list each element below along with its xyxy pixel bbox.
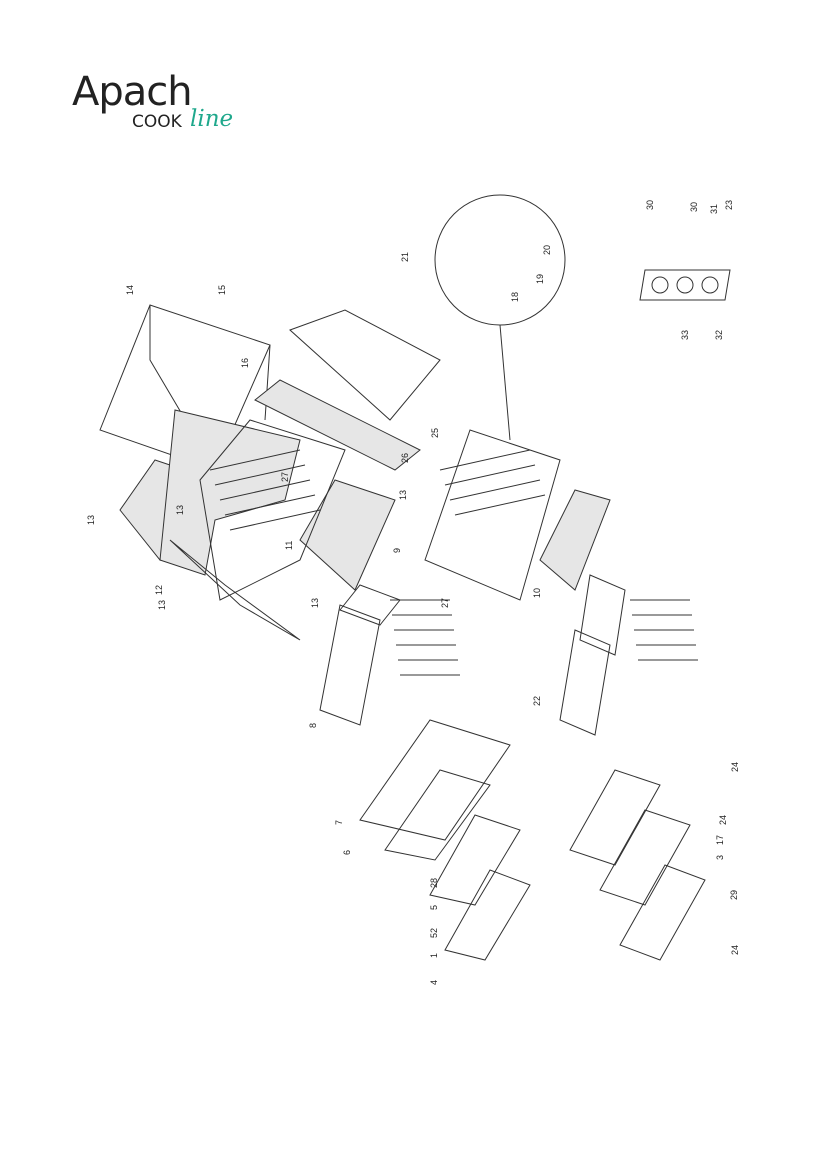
part-label: 9: [392, 548, 402, 553]
part-label: 24: [730, 945, 740, 955]
part-label: 28: [429, 878, 439, 888]
part-label: 11: [284, 541, 294, 550]
part-label: 25: [430, 428, 440, 438]
part-label: 2: [429, 928, 439, 933]
part-label: 18: [510, 292, 520, 302]
lower-cavity: [424, 429, 611, 601]
logo-brand-text: Apach: [72, 69, 193, 115]
part-label: 24: [730, 762, 740, 772]
upper-door-assembly: [359, 719, 531, 961]
part-label: 29: [729, 890, 739, 900]
part-label: 21: [400, 252, 410, 262]
part-label: 12: [154, 585, 164, 595]
part-label: 7: [334, 820, 344, 825]
part-label: 4: [429, 980, 439, 985]
part-label: 5: [429, 933, 439, 938]
insulation-panels: [119, 379, 421, 591]
part-label: 3: [715, 855, 725, 860]
part-label: 16: [240, 358, 250, 368]
part-label: 20: [542, 245, 552, 255]
part-label: 5: [429, 905, 439, 910]
part-label: 33: [680, 330, 690, 340]
part-label: 13: [86, 515, 96, 525]
part-label: 31: [709, 204, 719, 214]
brand-logo: Apach COOK line: [72, 72, 252, 136]
part-label: 8: [308, 723, 318, 728]
lamp-detail-circle: [434, 194, 566, 441]
part-label: 24: [718, 815, 728, 825]
part-label: 26: [400, 453, 410, 463]
part-label: 14: [125, 285, 135, 295]
part-label: 1: [429, 953, 439, 958]
part-label: 15: [217, 285, 227, 295]
shelves-and-elements: [319, 574, 698, 736]
part-label: 19: [535, 274, 545, 284]
part-label: 30: [689, 202, 699, 212]
part-label: 27: [440, 598, 450, 608]
part-label: 23: [724, 200, 734, 210]
upper-cavity: [199, 419, 346, 601]
part-label: 10: [532, 588, 542, 598]
part-label: 13: [175, 505, 185, 515]
logo-script-text: line: [190, 106, 234, 132]
part-label: 27: [280, 472, 290, 482]
control-panel: [639, 269, 731, 301]
part-label: 17: [715, 835, 725, 845]
part-label: 13: [398, 490, 408, 500]
part-label: 30: [645, 200, 655, 210]
part-label: 22: [532, 696, 542, 706]
lower-door-assembly: [569, 769, 706, 961]
back-panel: [169, 309, 441, 641]
part-label: 13: [310, 598, 320, 608]
part-label: 6: [342, 850, 352, 855]
logo-cook-text: COOK: [132, 112, 182, 132]
part-label: 32: [714, 330, 724, 340]
part-label: 13: [157, 600, 167, 610]
